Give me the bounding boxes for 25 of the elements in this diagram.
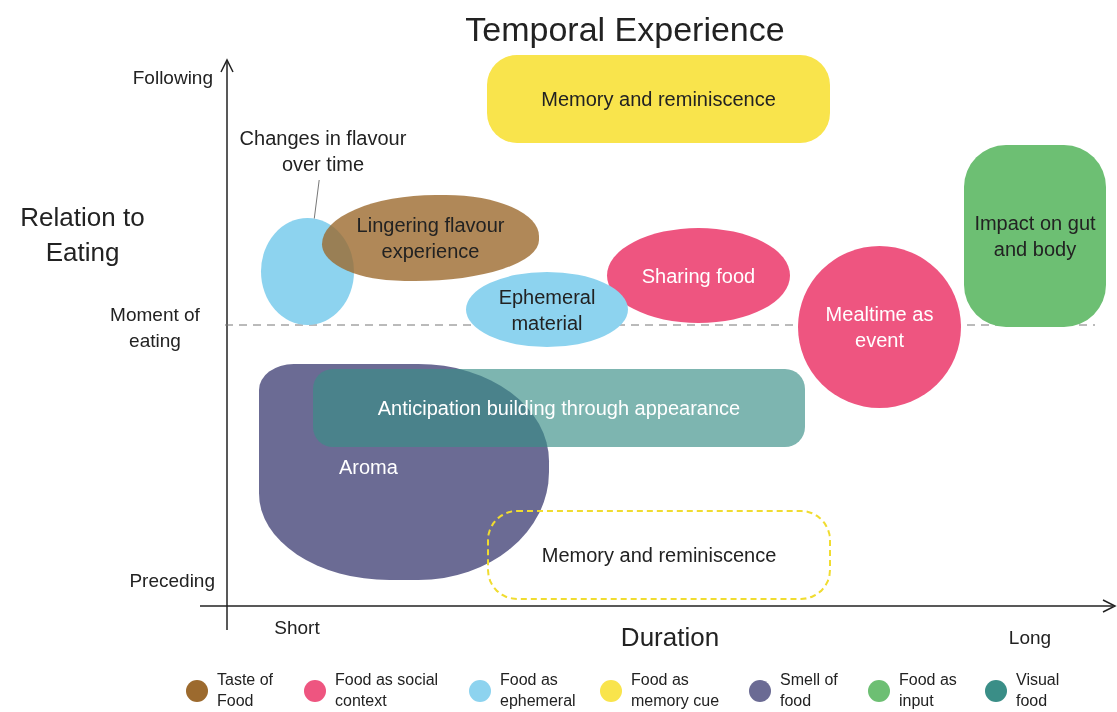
category-bubble: Memory and reminiscence [487, 510, 831, 600]
category-bubble: Ephemeral material [466, 272, 628, 347]
axis-title: Duration [619, 621, 721, 654]
axis-tick-label: Preceding [128, 569, 215, 593]
axis-tick-label: Short [273, 616, 321, 640]
axis-tick-label: Long [1007, 626, 1053, 650]
title: Temporal Experience [464, 10, 786, 49]
legend-label: Food as social context [335, 670, 440, 711]
axis-tick-label: Following [131, 66, 213, 90]
category-bubble: Anticipation building through appearance [313, 369, 805, 447]
axis-tick-label: Moment of eating [109, 303, 201, 353]
legend-label: Smell of food [780, 670, 839, 711]
category-bubble: Impact on gut and body [964, 145, 1106, 327]
legend-label: Visual food [1016, 670, 1061, 711]
legend-label: Taste of Food [217, 670, 275, 711]
category-bubble: Sharing food [607, 228, 790, 323]
category-bubble: Lingering flavour experience [322, 195, 539, 281]
legend-label: Food as input [899, 670, 958, 711]
category-bubble: Mealtime as event [798, 246, 961, 408]
legend-label: Food as memory cue [631, 670, 721, 711]
legend-label: Food as ephemeral [500, 670, 577, 711]
axis-title: Relation to Eating [19, 201, 146, 270]
leader-line [313, 179, 320, 220]
category-bubble: Memory and reminiscence [487, 55, 830, 143]
annotation-text: Changes in flavour over time [238, 126, 408, 177]
